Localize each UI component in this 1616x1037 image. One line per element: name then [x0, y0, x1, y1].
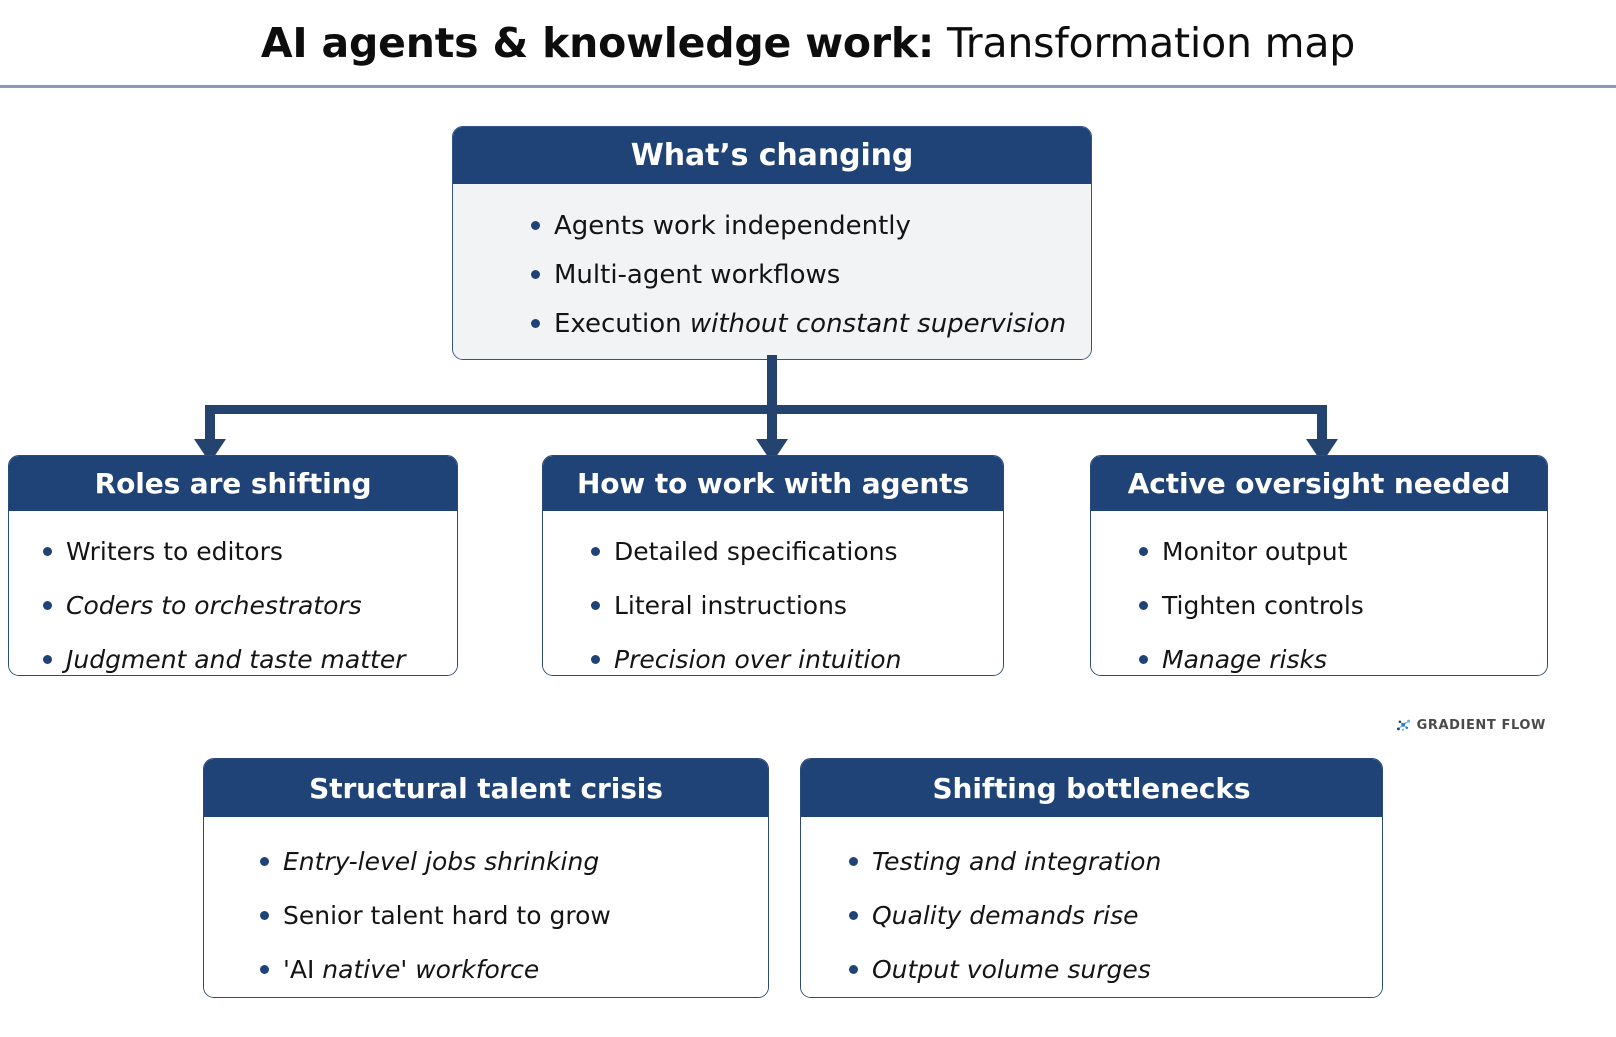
bullet-text: Literal instructions — [614, 591, 847, 620]
bullet-text: Monitor output — [1162, 537, 1348, 566]
list-item: Literal instructions — [591, 579, 1003, 633]
connector-stem — [767, 355, 777, 411]
list-item: Testing and integration — [849, 835, 1382, 889]
node-graph-icon — [1396, 719, 1411, 731]
card-shifting-bottlenecks: Shifting bottlenecks Testing and integra… — [800, 758, 1383, 998]
bullet-text: Writers to editors — [66, 537, 283, 566]
bullet-text: Senior talent hard to grow — [283, 901, 611, 930]
list-item: 'AI native' workforce — [260, 943, 768, 997]
card-active-oversight-needed-body: Monitor output Tighten controls Manage r… — [1091, 511, 1547, 675]
list-item: Detailed specifications — [591, 525, 1003, 579]
card-whats-changing-header: What’s changing — [453, 127, 1091, 184]
list-item: Judgment and taste matter — [43, 633, 457, 675]
bullet-list: Writers to editors Coders to orchestrato… — [43, 525, 457, 675]
bullet-dot-icon — [849, 857, 858, 866]
card-roles-are-shifting: Roles are shifting Writers to editors Co… — [8, 455, 458, 676]
bullet-dot-icon — [260, 911, 269, 920]
bullet-dot-icon — [591, 655, 600, 664]
bullet-text: Tighten controls — [1162, 591, 1364, 620]
bullet-text: Agents work independently — [554, 211, 911, 241]
bullet-text: Detailed specifications — [614, 537, 898, 566]
list-item: Output volume surges — [849, 943, 1382, 997]
bullet-text: Testing and integration — [872, 847, 1162, 876]
card-how-to-work-with-agents: How to work with agents Detailed specifi… — [542, 455, 1004, 676]
bullet-text: Quality demands rise — [872, 901, 1139, 930]
bullet-dot-icon — [260, 857, 269, 866]
connector-drop-left — [205, 405, 215, 442]
bullet-dot-icon — [531, 270, 540, 279]
bullet-text: Entry-level jobs shrinking — [283, 847, 600, 876]
bullet-list: Agents work independently Multi-agent wo… — [531, 202, 1091, 349]
bullet-dot-icon — [531, 319, 540, 328]
card-whats-changing: What’s changing Agents work independentl… — [452, 126, 1092, 360]
title-bar: AI agents & knowledge work: Transformati… — [0, 0, 1616, 86]
page-title-regular: Transformation map — [934, 18, 1356, 67]
page-title-bold: AI agents & knowledge work: — [260, 18, 935, 67]
list-item: Senior talent hard to grow — [260, 889, 768, 943]
card-structural-talent-crisis-header: Structural talent crisis — [204, 759, 768, 817]
bullet-dot-icon — [260, 965, 269, 974]
list-item: Execution without constant supervision — [531, 300, 1091, 349]
gradient-flow-logo: GRADIENT FLOW — [1396, 710, 1546, 740]
bullet-text: Execution without constant supervision — [554, 309, 1067, 339]
card-how-to-work-with-agents-header: How to work with agents — [543, 456, 1003, 511]
bullet-list: Detailed specifications Literal instruct… — [591, 525, 1003, 675]
card-whats-changing-body: Agents work independently Multi-agent wo… — [453, 184, 1091, 359]
card-structural-talent-crisis: Structural talent crisis Entry-level job… — [203, 758, 769, 998]
card-shifting-bottlenecks-body: Testing and integration Quality demands … — [801, 817, 1382, 997]
list-item: Agents work independently — [531, 202, 1091, 251]
card-structural-talent-crisis-body: Entry-level jobs shrinking Senior talent… — [204, 817, 768, 997]
card-active-oversight-needed: Active oversight needed Monitor output T… — [1090, 455, 1548, 676]
bullet-dot-icon — [849, 965, 858, 974]
list-item: Precision over intuition — [591, 633, 1003, 675]
title-divider — [0, 85, 1616, 88]
bullet-dot-icon — [591, 601, 600, 610]
bullet-dot-icon — [1139, 547, 1148, 556]
bullet-dot-icon — [849, 911, 858, 920]
list-item: Coders to orchestrators — [43, 579, 457, 633]
bullet-text: Judgment and taste matter — [66, 645, 406, 674]
bullet-dot-icon — [1139, 601, 1148, 610]
bullet-text: 'AI native' workforce — [283, 955, 540, 984]
bullet-dot-icon — [591, 547, 600, 556]
card-roles-are-shifting-header: Roles are shifting — [9, 456, 457, 511]
bullet-text: Manage risks — [1162, 645, 1328, 674]
bullet-text: Coders to orchestrators — [66, 591, 362, 620]
bullet-dot-icon — [43, 547, 52, 556]
list-item: Tighten controls — [1139, 579, 1547, 633]
list-item: Multi-agent workflows — [531, 251, 1091, 300]
bullet-dot-icon — [43, 655, 52, 664]
bullet-list: Entry-level jobs shrinking Senior talent… — [260, 835, 768, 997]
bullet-text: Multi-agent workflows — [554, 260, 841, 290]
card-active-oversight-needed-header: Active oversight needed — [1091, 456, 1547, 511]
list-item: Monitor output — [1139, 525, 1547, 579]
connector-drop-right — [1317, 405, 1327, 442]
list-item: Quality demands rise — [849, 889, 1382, 943]
list-item: Writers to editors — [43, 525, 457, 579]
connector-arrows — [194, 355, 1338, 463]
gradient-flow-logo-text: GRADIENT FLOW — [1416, 717, 1546, 733]
list-item: Manage risks — [1139, 633, 1547, 675]
bullet-list: Monitor output Tighten controls Manage r… — [1139, 525, 1547, 675]
bullet-dot-icon — [1139, 655, 1148, 664]
bullet-text: Precision over intuition — [614, 645, 902, 674]
list-item: Entry-level jobs shrinking — [260, 835, 768, 889]
connector-drop-middle — [767, 405, 777, 442]
bullet-dot-icon — [43, 601, 52, 610]
page-title: AI agents & knowledge work: Transformati… — [261, 22, 1355, 64]
card-shifting-bottlenecks-header: Shifting bottlenecks — [801, 759, 1382, 817]
connector-bus — [205, 405, 1327, 414]
bullet-text: Output volume surges — [872, 955, 1151, 984]
bullet-dot-icon — [531, 221, 540, 230]
card-roles-are-shifting-body: Writers to editors Coders to orchestrato… — [9, 511, 457, 675]
card-how-to-work-with-agents-body: Detailed specifications Literal instruct… — [543, 511, 1003, 675]
bullet-list: Testing and integration Quality demands … — [849, 835, 1382, 997]
